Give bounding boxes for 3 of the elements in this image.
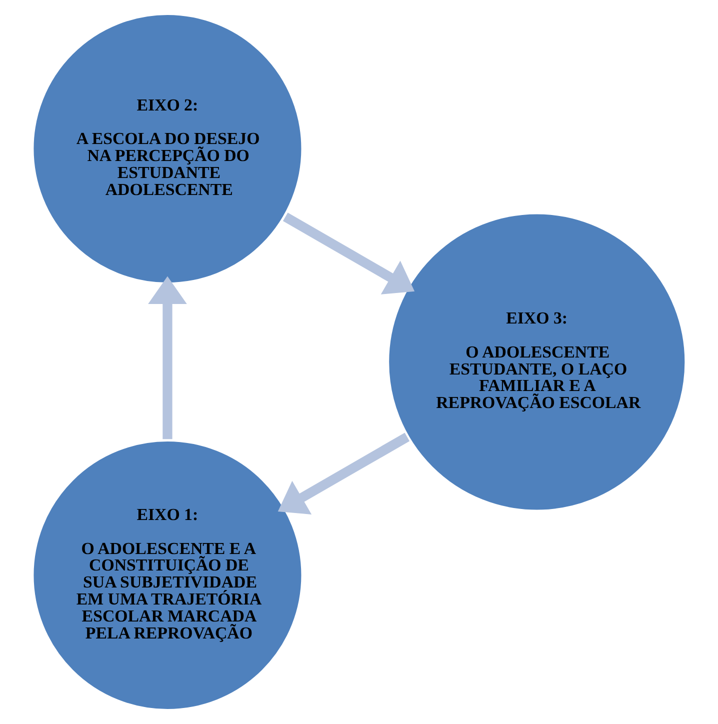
arrow (278, 432, 410, 514)
arrow (282, 212, 415, 294)
arrow (148, 276, 187, 440)
